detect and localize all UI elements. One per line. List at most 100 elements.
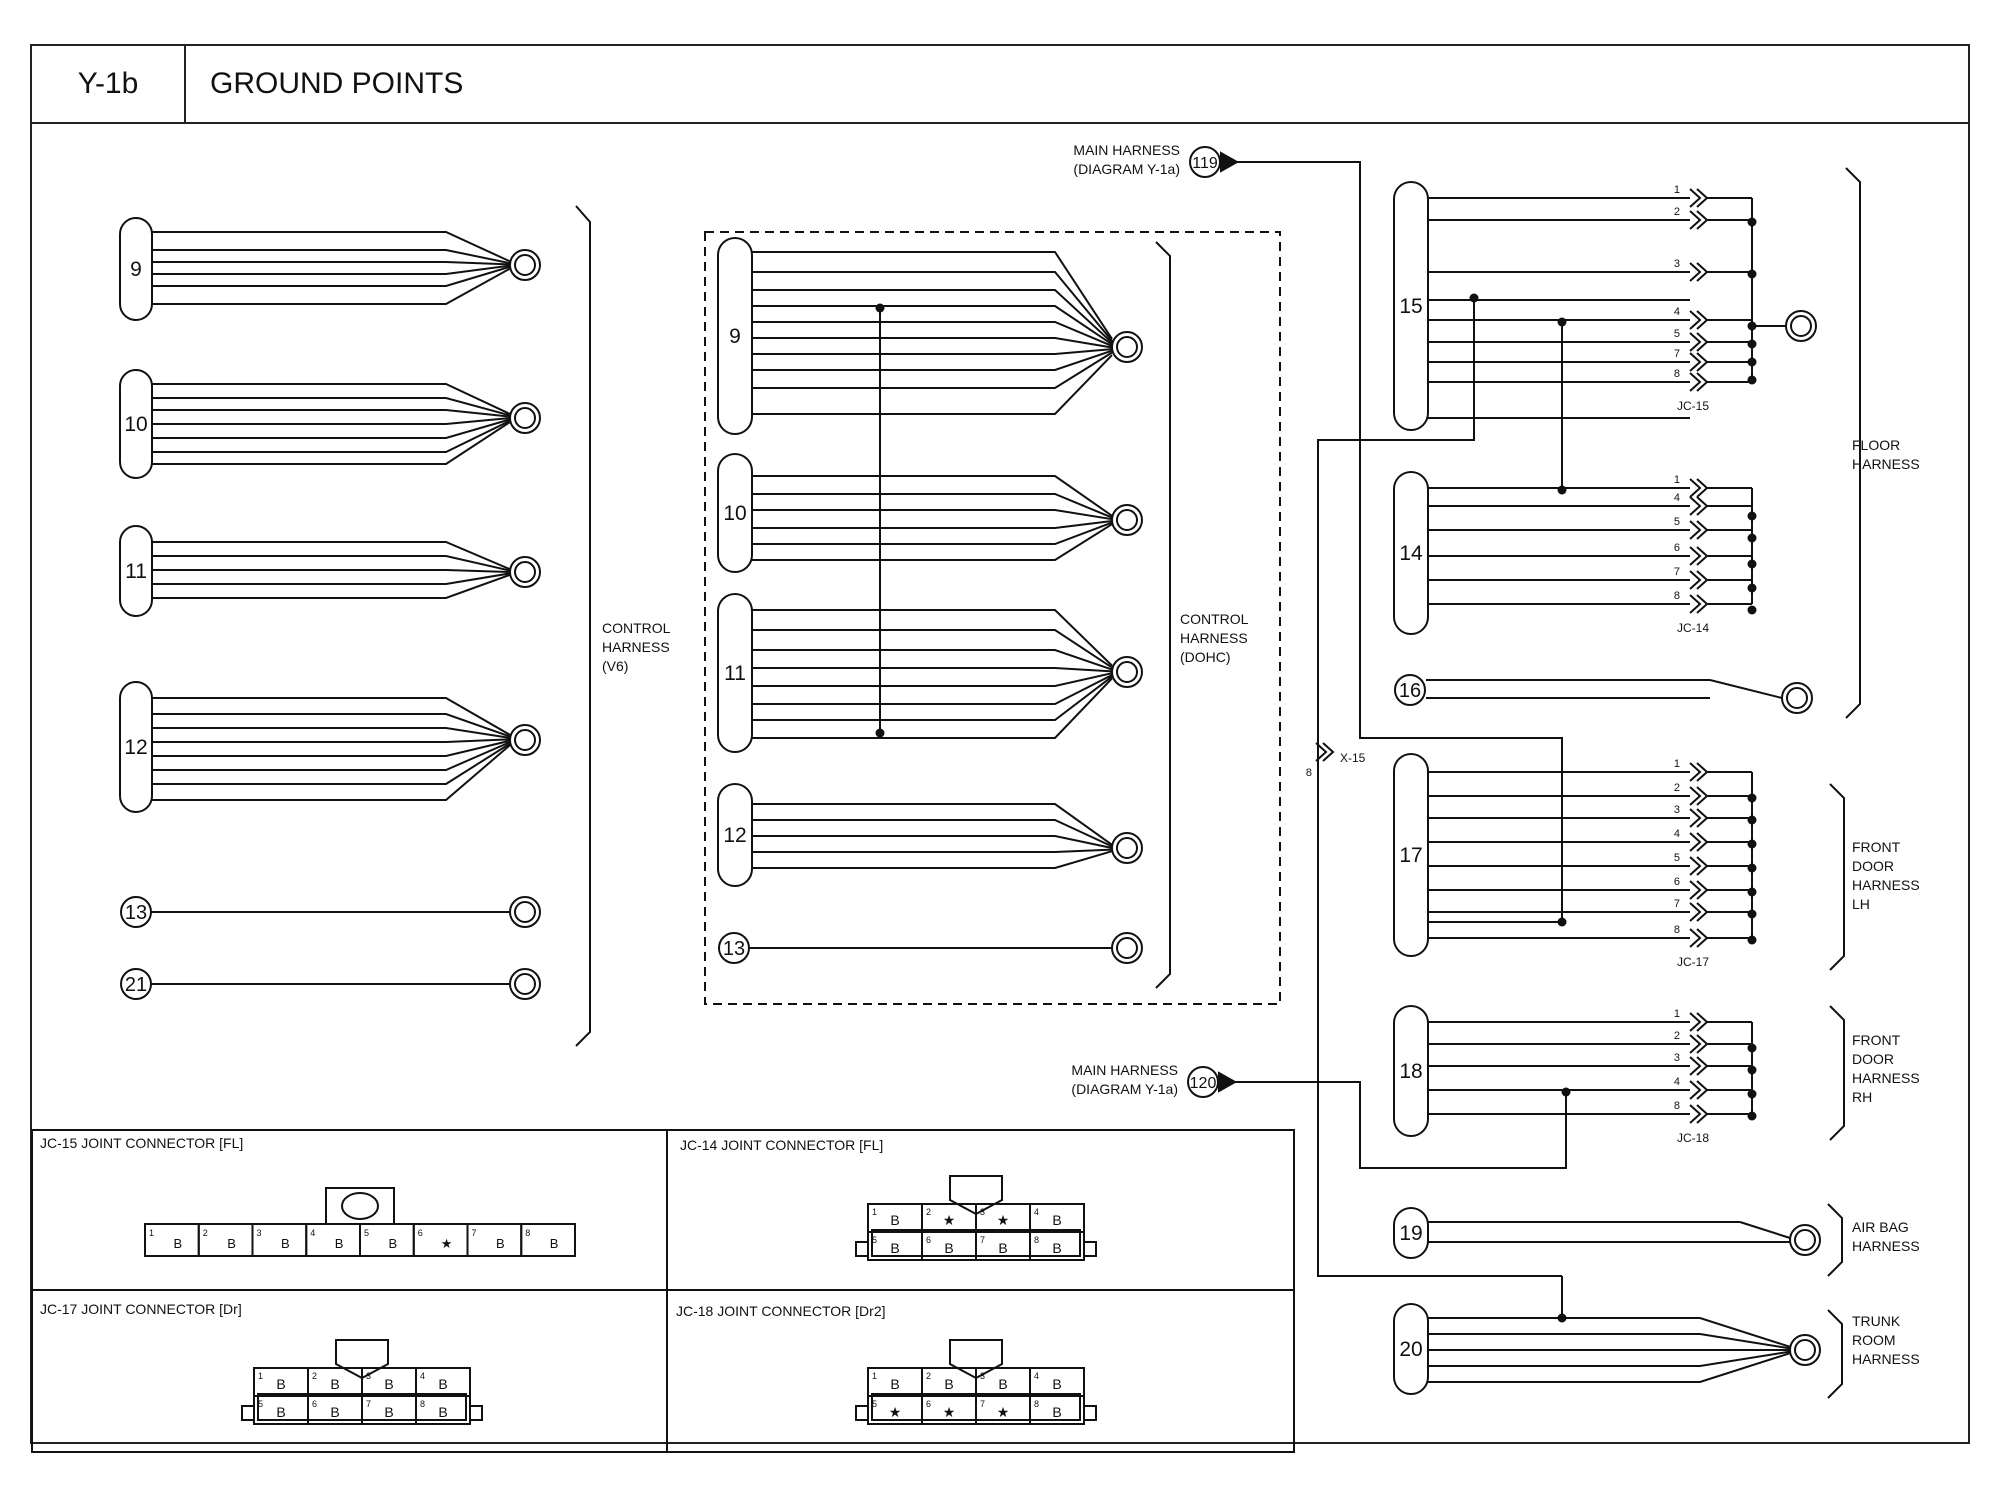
- splice-dot: [1747, 511, 1757, 521]
- ground-wire: [752, 803, 1113, 846]
- pin-number: 5: [1674, 328, 1680, 340]
- harness-bracket: [1827, 1309, 1843, 1399]
- ground-wire: [152, 419, 511, 453]
- connector-number: 15: [1399, 295, 1422, 318]
- harness-label: CONTROL: [1180, 611, 1249, 627]
- joint-chevron: [1689, 478, 1709, 498]
- harness-label: FLOOR: [1852, 437, 1900, 453]
- jc18-cavity-mark: B: [890, 1376, 899, 1392]
- ground-point-outer: [509, 556, 541, 588]
- harness-bracket: [1845, 167, 1861, 719]
- joint-chevron: [1689, 372, 1709, 392]
- pin-number: 3: [1674, 258, 1680, 270]
- splice-dot: [1747, 815, 1757, 825]
- ground-wire: [152, 409, 511, 418]
- pin-number: 7: [1674, 898, 1680, 910]
- ground-wire: [752, 321, 1113, 347]
- ground-wire: [152, 741, 511, 771]
- ground-wire: [152, 697, 511, 736]
- ground-wire: [752, 509, 1113, 521]
- jc15-title: JC-15 JOINT CONNECTOR [FL]: [40, 1135, 243, 1151]
- pin-number: 8: [1674, 924, 1680, 936]
- joint-chevron: [1689, 570, 1709, 590]
- joint-chevron: [1689, 1012, 1709, 1032]
- joint-chevron: [1315, 742, 1335, 762]
- ground-wire: [752, 629, 1113, 669]
- jc14-cavity-mark: ★: [997, 1212, 1010, 1228]
- jc14-cavity-mark: B: [890, 1212, 899, 1228]
- ground-wire: [752, 523, 1113, 561]
- jc15-pin-number: 7: [472, 1228, 477, 1238]
- ground-wire: [752, 493, 1113, 519]
- ground-wire: [752, 848, 1113, 853]
- splice-wire: [1317, 298, 1562, 1277]
- jc17-cavity-mark: B: [330, 1404, 339, 1420]
- ground-point-outer: [1111, 504, 1143, 536]
- jc17-cavity-mark: B: [330, 1376, 339, 1392]
- connector-number: 16: [1399, 680, 1421, 702]
- jc14-title: JC-14 JOINT CONNECTOR [FL]: [680, 1137, 883, 1153]
- joint-chevron: [1689, 1080, 1709, 1100]
- ground-wire: [152, 569, 511, 573]
- ground-wire: [752, 667, 1113, 673]
- jc15-pin-number: 2: [203, 1228, 208, 1238]
- pin-number: 2: [1674, 1030, 1680, 1042]
- jc17-cavity-mark: B: [384, 1404, 393, 1420]
- ground-wire: [152, 572, 511, 585]
- joint-chevron: [1689, 352, 1709, 372]
- ground-wire: [152, 555, 511, 572]
- ground-point-outer: [509, 896, 541, 928]
- harness-label: LH: [1852, 896, 1870, 912]
- joint-chevron: [1689, 856, 1709, 876]
- harness-label: DOOR: [1852, 1051, 1894, 1067]
- joint-chevron: [1689, 762, 1709, 782]
- ground-wire: [152, 739, 511, 757]
- jc15-cavity-mark: B: [389, 1236, 398, 1251]
- ground-wire: [152, 541, 511, 571]
- jc17-pin-number: 3: [366, 1371, 371, 1381]
- joint-chevron: [1689, 902, 1709, 922]
- main-harness-wire: [1235, 1081, 1567, 1169]
- jc17-lock-tab: [469, 1405, 483, 1421]
- ground-wire: [152, 264, 511, 275]
- jc18-pin-number: 2: [926, 1371, 931, 1381]
- jc14-cavity-mark: B: [998, 1240, 1007, 1256]
- ground-wire: [752, 520, 1113, 529]
- ground-point-outer: [1781, 682, 1813, 714]
- connector-number: 11: [724, 662, 746, 685]
- main-harness-label: (DIAGRAM Y-1a): [1071, 1081, 1178, 1097]
- connector-body: [717, 453, 753, 573]
- jc17-cavity: [415, 1395, 471, 1425]
- jc14-lock-tab: [1083, 1241, 1097, 1257]
- jc14-cavity-mark: ★: [943, 1212, 956, 1228]
- connector-number: 9: [130, 258, 142, 281]
- pin-number: 4: [1674, 492, 1680, 504]
- ground-point-outer: [1111, 832, 1143, 864]
- ground-wire: [152, 231, 511, 263]
- ground-point-inner: [1790, 315, 1812, 337]
- jc15-cavity-mark: B: [550, 1236, 559, 1251]
- joint-chevron: [1689, 1056, 1709, 1076]
- jc18-cavity-mark: B: [998, 1376, 1007, 1392]
- jc18-cavity: [1029, 1395, 1085, 1425]
- jc18-pin-number: 7: [980, 1399, 985, 1409]
- ground-wire: [752, 675, 1113, 721]
- jc14-pin-number: 1: [872, 1207, 877, 1217]
- jc-label: JC-18: [1677, 1131, 1709, 1145]
- ground-point-outer: [509, 724, 541, 756]
- jc18-lock-tab: [1083, 1405, 1097, 1421]
- joint-chevron: [1689, 310, 1709, 330]
- pin-number: 3: [1674, 1052, 1680, 1064]
- ground-point-outer: [1111, 932, 1143, 964]
- ground-wire: [752, 475, 1113, 517]
- jc14-lock-tab: [855, 1241, 869, 1257]
- splice-dot: [875, 728, 885, 738]
- pin-number: 8: [1674, 368, 1680, 380]
- jc15-cavity: [520, 1223, 576, 1257]
- jc14-cavity-mark: B: [890, 1240, 899, 1256]
- splice-dot: [1747, 605, 1757, 615]
- harness-label: ROOM: [1852, 1332, 1896, 1348]
- ground-point-inner: [514, 973, 536, 995]
- main-harness-label: MAIN HARNESS: [1073, 142, 1180, 158]
